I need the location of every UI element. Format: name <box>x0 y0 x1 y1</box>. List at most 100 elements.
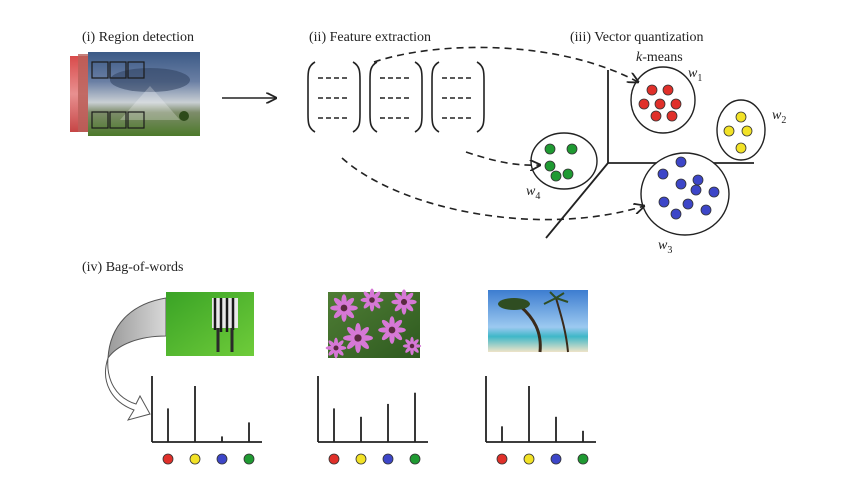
cluster-point <box>675 178 687 190</box>
flower-petal <box>363 291 372 300</box>
step-bag-of-words-label: (iv) Bag-of-words <box>82 260 184 275</box>
flower-center <box>409 343 415 349</box>
cluster-points <box>544 84 753 220</box>
flower-petal <box>363 300 372 309</box>
cluster-w2-label: w2 <box>772 108 786 126</box>
zebra-stripes <box>213 298 235 332</box>
beach-tree-trunk <box>519 304 542 353</box>
histogram <box>151 376 262 465</box>
landscape-tree <box>179 111 189 121</box>
cluster-w3-label: w3 <box>658 238 672 256</box>
landscape-cloud <box>110 68 190 92</box>
flower-petal <box>347 327 358 338</box>
step-vector-quantization-label: (iii) Vector quantization <box>570 30 704 45</box>
cluster-point <box>735 111 747 123</box>
flower-blossoms <box>325 288 422 359</box>
kmeans-text: -means <box>642 50 683 65</box>
region-box <box>109 61 127 79</box>
cluster-point <box>638 98 650 110</box>
vector-bracket-left <box>307 61 316 133</box>
flower-petal <box>344 308 355 319</box>
flower-petal <box>344 297 355 308</box>
palm-leaves <box>543 291 569 305</box>
vector-bracket-left <box>369 61 378 133</box>
image-zebra <box>166 292 254 356</box>
feature-vectors <box>307 61 485 133</box>
kmeans-k: k <box>636 50 643 65</box>
flower-petal <box>336 340 344 348</box>
flower-petal <box>328 348 336 356</box>
flower-petal <box>381 330 392 341</box>
flower-petal <box>394 302 404 312</box>
flower-petal <box>394 292 404 302</box>
region-boxes <box>91 61 145 129</box>
region-box <box>91 111 109 129</box>
cluster-point <box>657 168 669 180</box>
region-box <box>91 61 109 79</box>
flow-arrow-top <box>107 297 167 360</box>
flower-petal <box>404 302 414 312</box>
cluster-point <box>700 204 712 216</box>
histogram-word-dot <box>189 453 201 465</box>
flower-center <box>369 297 375 303</box>
cluster-w2-index: 2 <box>781 114 787 126</box>
region-box <box>109 111 127 129</box>
cluster-w2-letter: w <box>772 108 782 123</box>
cluster-w1-letter: w <box>688 66 698 81</box>
flower-petal <box>333 297 344 308</box>
cluster-point <box>723 125 735 137</box>
image-flowers <box>325 288 422 359</box>
flower-center <box>354 334 362 342</box>
flower-petal <box>358 338 369 349</box>
step-feature-extraction-label: (ii) Feature extraction <box>309 30 432 45</box>
flower-petal <box>347 338 358 349</box>
histogram-word-dot <box>382 453 394 465</box>
histogram-word-dot <box>409 453 421 465</box>
cluster-w3-letter: w <box>658 238 668 253</box>
step-region-detection-label: (i) Region detection <box>82 30 194 45</box>
histogram <box>485 376 596 465</box>
flower-center <box>340 304 348 312</box>
cluster-point <box>544 160 556 172</box>
vector-bracket-right <box>414 61 423 133</box>
cluster-point <box>566 143 578 155</box>
cluster-point <box>666 110 678 122</box>
cluster-point <box>658 196 670 208</box>
flower-center <box>400 298 408 306</box>
cluster-w2 <box>716 99 766 161</box>
cluster-w1-index: 1 <box>697 72 703 84</box>
cluster-point <box>682 198 694 210</box>
vector-bracket-left <box>431 61 440 133</box>
zebra-legs <box>216 328 234 352</box>
arrow-to-w1 <box>373 46 638 82</box>
flower-petal <box>358 327 369 338</box>
flower-petal <box>412 339 419 346</box>
histogram-word-dot <box>162 453 174 465</box>
flower-petal <box>404 292 414 302</box>
arrow-to-w3 <box>341 157 644 221</box>
flower-center <box>333 345 339 351</box>
flower-petal <box>392 319 403 330</box>
cluster-point <box>550 170 562 182</box>
cluster-point <box>690 184 702 196</box>
axis-diagonal <box>545 162 609 239</box>
flower-petal <box>405 346 412 353</box>
cluster-point <box>741 125 753 137</box>
cluster-point <box>670 98 682 110</box>
cluster-point <box>670 208 682 220</box>
flower-petal <box>372 291 381 300</box>
flower-petal <box>392 330 403 341</box>
cluster-point <box>735 142 747 154</box>
flow-arrow-bottom <box>105 357 151 421</box>
beach-background <box>488 290 588 352</box>
assignment-arrows <box>341 46 644 221</box>
flower-petal <box>372 300 381 309</box>
cluster-point <box>708 186 720 198</box>
region-detection-image-stack <box>70 52 200 136</box>
cluster-point <box>650 110 662 122</box>
cluster-w4 <box>530 132 598 190</box>
bag-of-words-flow-arrow <box>105 297 167 421</box>
histogram-word-dot <box>216 453 228 465</box>
vector-bracket-right <box>476 61 485 133</box>
